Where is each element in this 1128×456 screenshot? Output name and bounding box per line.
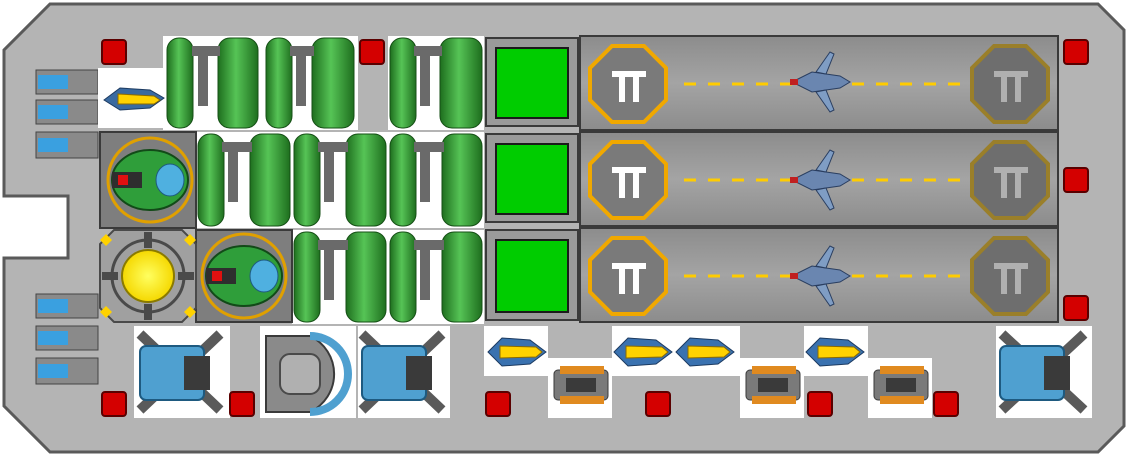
red-markers[interactable] [101, 39, 1089, 417]
blue-engine-2[interactable] [358, 326, 450, 418]
missile-pods-yellow[interactable] [484, 326, 868, 376]
launch-pad-start[interactable] [588, 44, 668, 316]
blue-engine-3[interactable] [996, 326, 1092, 418]
shield-dome[interactable] [260, 326, 356, 418]
launch-pad-end[interactable] [970, 44, 1050, 316]
cargo-tanks [163, 36, 484, 324]
thruster-bank-bottom [35, 293, 99, 385]
blue-engine-1[interactable] [134, 326, 230, 418]
green-turret-lower[interactable] [195, 229, 293, 323]
hangar-fighters[interactable] [790, 51, 851, 307]
thruster-bank-top [35, 69, 99, 159]
docked-shuttle[interactable] [98, 68, 166, 128]
orange-cannons[interactable] [548, 358, 932, 418]
green-turret-upper[interactable] [99, 131, 197, 229]
reactor-core[interactable] [99, 229, 197, 323]
green-pads[interactable] [485, 37, 579, 321]
